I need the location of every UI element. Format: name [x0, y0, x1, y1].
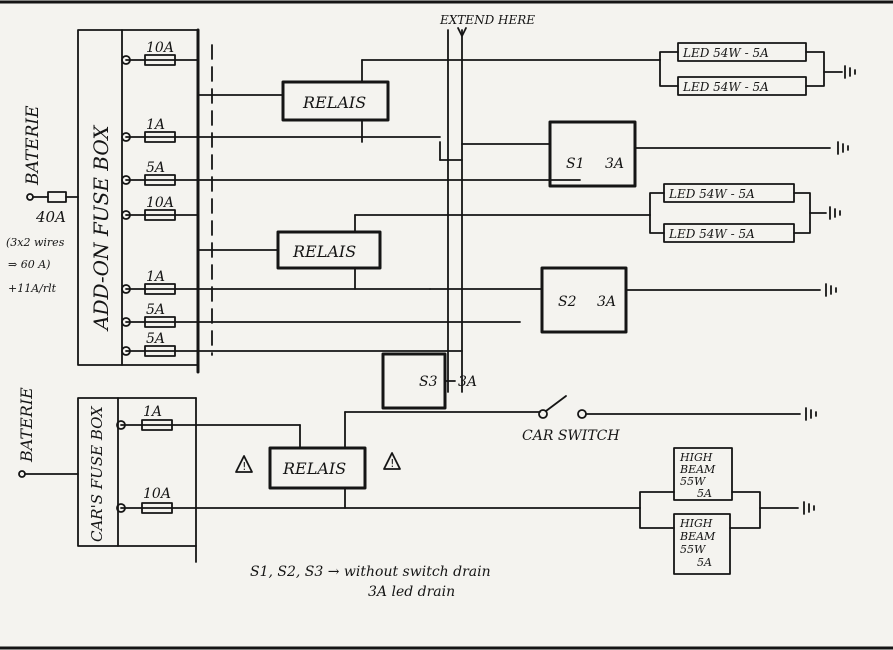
warning-right-icon: [383, 452, 401, 470]
hb1-line: 5A: [697, 487, 712, 500]
ground-symbol: [825, 283, 837, 297]
fuse-label: 10A: [143, 486, 171, 502]
wire-note-1: (3x2 wires: [6, 236, 65, 249]
addon-box-label: ADD-ON FUSE BOX: [89, 125, 113, 332]
hb2-line: 55W: [680, 543, 707, 556]
hb2-line: BEAM: [679, 530, 716, 543]
ground-symbol: [837, 141, 849, 155]
hb1-line: HIGH: [679, 451, 713, 464]
high-beam-2: [673, 513, 731, 575]
note-line-2: 3A led drain: [368, 584, 455, 600]
car-switch-label: CAR SWITCH: [522, 428, 620, 444]
high-beam-1: [673, 447, 733, 501]
extend-label: EXTEND HERE: [439, 13, 535, 27]
ground-symbol: [805, 407, 817, 421]
ground-symbol: [829, 206, 841, 220]
note-line-1: S1, S2, S3 → without switch drain: [250, 564, 491, 580]
relay-3: [268, 446, 367, 490]
s1-label: S1: [566, 156, 585, 172]
main-fuse-label: 40A: [35, 208, 66, 226]
warning-right-mark: !: [389, 457, 396, 470]
fuse-label: 1A: [146, 117, 165, 133]
led-2-label: LED 54W - 5A: [682, 80, 769, 94]
battery-bottom-label: BATERIE: [17, 387, 36, 463]
s2-amp: 3A: [597, 294, 616, 310]
fuse-label: 5A: [146, 160, 165, 176]
s2-label: S2: [558, 294, 577, 310]
fuse-label: 5A: [146, 331, 165, 347]
addon-fuses: [121, 54, 199, 357]
s1-amp: 3A: [605, 156, 624, 172]
led-3-label: LED 54W - 5A: [668, 187, 755, 201]
fuse-label: 1A: [143, 404, 162, 420]
switch-s2: [540, 266, 628, 334]
car-switch-lever[interactable]: [545, 395, 567, 412]
hb2-line: HIGH: [679, 517, 713, 530]
hb1-line: 55W: [680, 475, 707, 488]
warning-left-icon: [235, 455, 253, 473]
s3-label: S3: [419, 374, 438, 390]
relay-1: [281, 80, 390, 122]
hb2-line: 5A: [697, 556, 712, 569]
fuse-label: 1A: [146, 269, 165, 285]
car-fuse-box: [77, 397, 119, 547]
hb1-line: BEAM: [679, 463, 716, 476]
relay-1-label: RELAIS: [302, 93, 366, 112]
switch-s1: [548, 120, 637, 188]
main-fuse: [47, 191, 67, 203]
car-box-label: CAR'S FUSE BOX: [88, 405, 106, 542]
fuse-label: 10A: [146, 195, 174, 211]
relay-3-label: RELAIS: [282, 459, 346, 478]
battery-top-label: BATERIE: [23, 105, 43, 186]
s3-amp: 3A: [458, 374, 477, 390]
fuse-label: 5A: [146, 302, 165, 318]
car-switch-contact: [538, 409, 548, 419]
wire-note-3: +11A/rlt: [8, 282, 57, 295]
warning-left-mark: !: [241, 460, 248, 473]
car-fuses: [116, 419, 197, 514]
led-1-label: LED 54W - 5A: [682, 46, 769, 60]
ground-symbol: [803, 501, 815, 515]
fuse-label: 10A: [146, 40, 174, 56]
ground-symbol: [844, 65, 856, 79]
relay-2-label: RELAIS: [292, 242, 356, 261]
led-4-label: LED 54W - 5A: [668, 227, 755, 241]
wire-note-2: ⇒ 60 A): [8, 258, 50, 271]
